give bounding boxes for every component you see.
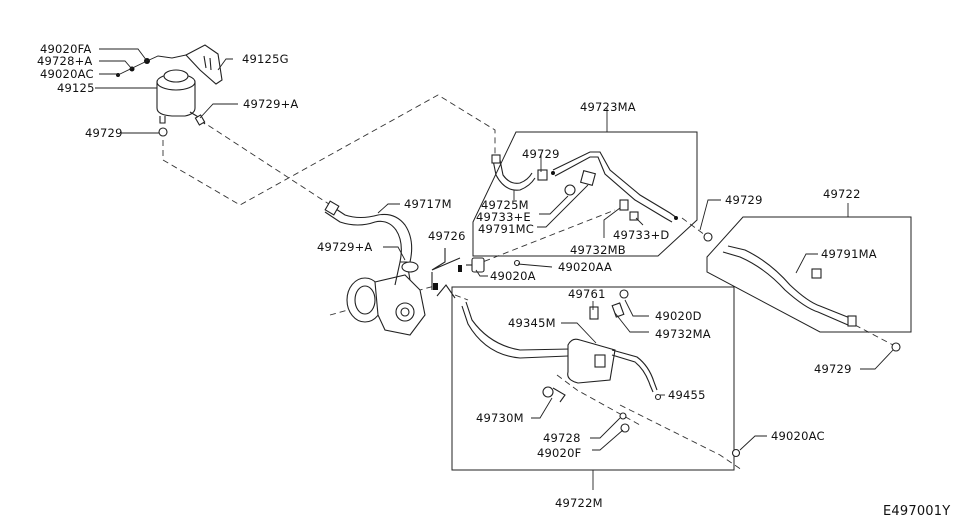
label-49730m: 49730M [476,411,524,425]
label-49020ac-top: 49020AC [40,67,94,81]
label-49125: 49125 [57,81,95,95]
label-49020aa: 49020AA [558,260,612,274]
label-49020fa: 49020FA [40,42,91,56]
label-49728: 49728 [543,431,581,445]
fitting-49020a [466,257,485,273]
label-49729-reservoir: 49729 [85,126,123,140]
label-49726: 49726 [428,229,466,243]
box-49722m [451,286,735,490]
reservoir-bracket [185,44,223,85]
label-49729-mid: 49729 [522,147,560,161]
label-49791ma: 49791MA [821,247,877,261]
label-49729-right-top: 49729 [725,193,763,207]
label-49761: 49761 [568,287,606,301]
label-49725m: 49725M [481,198,529,212]
return-hose-49717m [324,200,413,263]
box-49723ma [472,108,698,257]
label-49717m: 49717M [404,197,452,211]
label-49732ma: 49732MA [655,327,711,341]
bolt-49020ac-bottom [731,448,741,458]
label-49020ac-bottom: 49020AC [771,429,825,443]
label-49732mb: 49732MB [570,243,626,257]
label-49020f: 49020F [537,446,581,460]
cooler-assembly-49722m [461,289,662,433]
power-steering-pump [346,261,426,336]
hose-49722 [703,232,901,352]
label-49723ma: 49723MA [580,100,636,114]
label-49455: 49455 [668,388,706,402]
label-49733-e: 49733+E [476,210,531,224]
pressure-hose-49725m [491,151,678,223]
part-labels: 49020FA 49728+A 49020AC 49125 49125G 497… [37,42,950,519]
box-49722 [706,203,912,333]
label-49728-a: 49728+A [37,54,93,68]
diagram-code: E497001Y [883,504,950,519]
clamps-49723ma [513,169,639,267]
reservoir-tank [156,69,201,124]
label-49729-right-bottom: 49729 [814,362,852,376]
leader-lines [95,48,894,451]
label-49125g: 49125G [242,52,289,66]
label-49345m: 49345M [508,316,556,330]
label-49791mc: 49791MC [478,222,534,236]
label-49722: 49722 [823,187,861,201]
label-49729-a-top: 49729+A [243,97,299,111]
label-49020d: 49020D [655,309,702,323]
label-49722m: 49722M [555,496,603,510]
label-49733-d: 49733+D [613,228,669,242]
label-49020a: 49020A [490,269,536,283]
bracket-49726 [431,248,462,299]
label-49729-a-pump: 49729+A [317,240,373,254]
